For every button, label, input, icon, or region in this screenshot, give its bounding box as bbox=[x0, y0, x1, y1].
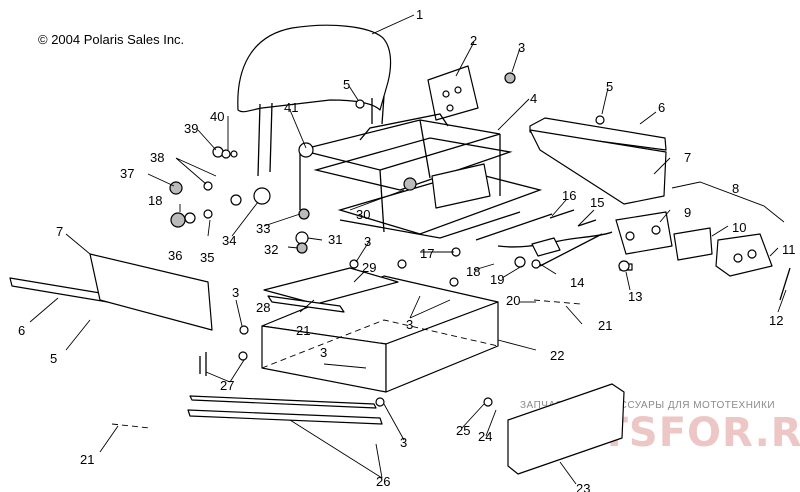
callout-41: 41 bbox=[284, 100, 298, 115]
callout-17: 17 bbox=[420, 246, 434, 261]
callout-14: 14 bbox=[570, 275, 584, 290]
callout-36: 36 bbox=[168, 248, 182, 263]
callout-32: 32 bbox=[264, 242, 278, 257]
callout-37: 37 bbox=[120, 166, 134, 181]
callout-27: 27 bbox=[220, 378, 234, 393]
part-wiring-harness bbox=[497, 231, 613, 248]
callout-13: 13 bbox=[628, 289, 642, 304]
callout-5b: 5 bbox=[606, 79, 613, 94]
callout-21c: 21 bbox=[80, 452, 94, 467]
fasteners bbox=[169, 72, 791, 407]
callout-21a: 21 bbox=[296, 323, 310, 338]
callout-26: 26 bbox=[376, 474, 390, 489]
callout-22: 22 bbox=[550, 348, 564, 363]
callout-20: 20 bbox=[506, 293, 520, 308]
callout-5a: 5 bbox=[343, 77, 350, 92]
callout-15: 15 bbox=[590, 195, 604, 210]
callout-1: 1 bbox=[416, 7, 423, 22]
callout-2: 2 bbox=[470, 33, 477, 48]
part-backrest bbox=[237, 24, 392, 177]
callout-3b: 3 bbox=[364, 234, 371, 249]
callout-28: 28 bbox=[256, 300, 270, 315]
callout-6a: 6 bbox=[658, 100, 665, 115]
callout-numbers: 1 2 3 4 5 5 6 7 8 9 10 11 12 13 14 15 16… bbox=[18, 7, 796, 492]
callout-30: 30 bbox=[356, 207, 370, 222]
callout-23: 23 bbox=[576, 481, 590, 492]
callout-3e: 3 bbox=[320, 345, 327, 360]
callout-9: 9 bbox=[684, 205, 691, 220]
part-tail-light-assembly bbox=[615, 211, 773, 277]
part-reflector bbox=[531, 237, 561, 257]
callout-29: 29 bbox=[362, 260, 376, 275]
part-wiring-harness-2 bbox=[539, 233, 603, 267]
watermark-caption: ЗАПЧАСТИ И АКСЕССУАРЫ ДЛЯ МОТОТЕХНИКИ bbox=[520, 400, 775, 411]
part-mud-flap bbox=[507, 383, 625, 475]
part-rod-21-left bbox=[111, 423, 151, 429]
callout-5c: 5 bbox=[50, 351, 57, 366]
part-hardware-16 bbox=[475, 209, 575, 241]
part-floor-plate bbox=[263, 267, 399, 305]
callout-12: 12 bbox=[769, 313, 783, 328]
callout-31: 31 bbox=[328, 232, 342, 247]
part-storage-box bbox=[261, 275, 499, 393]
leader-lines bbox=[29, 14, 787, 485]
callout-18b: 18 bbox=[466, 264, 480, 279]
part-rack-frame bbox=[298, 113, 543, 239]
part-floor-bar bbox=[267, 295, 345, 313]
copyright-notice: © 2004 Polaris Sales Inc. bbox=[38, 32, 184, 47]
callout-3a: 3 bbox=[518, 40, 525, 55]
callout-7b: 7 bbox=[56, 224, 63, 239]
callout-25: 25 bbox=[456, 423, 470, 438]
part-bottom-rail-2 bbox=[189, 395, 377, 409]
callout-21b: 21 bbox=[598, 318, 612, 333]
callout-18a: 18 bbox=[148, 193, 162, 208]
callout-10: 10 bbox=[732, 220, 746, 235]
callout-6b: 6 bbox=[18, 323, 25, 338]
callout-38: 38 bbox=[150, 150, 164, 165]
callout-39: 39 bbox=[184, 121, 198, 136]
callout-3c: 3 bbox=[232, 285, 239, 300]
part-rod-21-right bbox=[533, 299, 581, 305]
callout-16: 16 bbox=[562, 188, 576, 203]
callout-7a: 7 bbox=[684, 150, 691, 165]
part-bracket-plate bbox=[427, 65, 479, 121]
part-bottom-rail-1 bbox=[187, 409, 383, 425]
part-hardware-15 bbox=[577, 219, 597, 227]
callout-8: 8 bbox=[732, 181, 739, 196]
callout-33: 33 bbox=[256, 221, 270, 236]
part-side-panel-right bbox=[529, 129, 667, 205]
bracket-line-8 bbox=[671, 181, 785, 223]
callout-34: 34 bbox=[222, 233, 236, 248]
part-side-panel-left bbox=[89, 253, 213, 331]
callout-11: 11 bbox=[782, 242, 796, 257]
callout-3f: 3 bbox=[400, 435, 407, 450]
callout-19: 19 bbox=[490, 272, 504, 287]
callout-3d: 3 bbox=[406, 317, 413, 332]
callout-4: 4 bbox=[530, 91, 537, 106]
callout-24: 24 bbox=[478, 429, 492, 444]
callout-40: 40 bbox=[210, 109, 224, 124]
callout-35: 35 bbox=[200, 250, 214, 265]
